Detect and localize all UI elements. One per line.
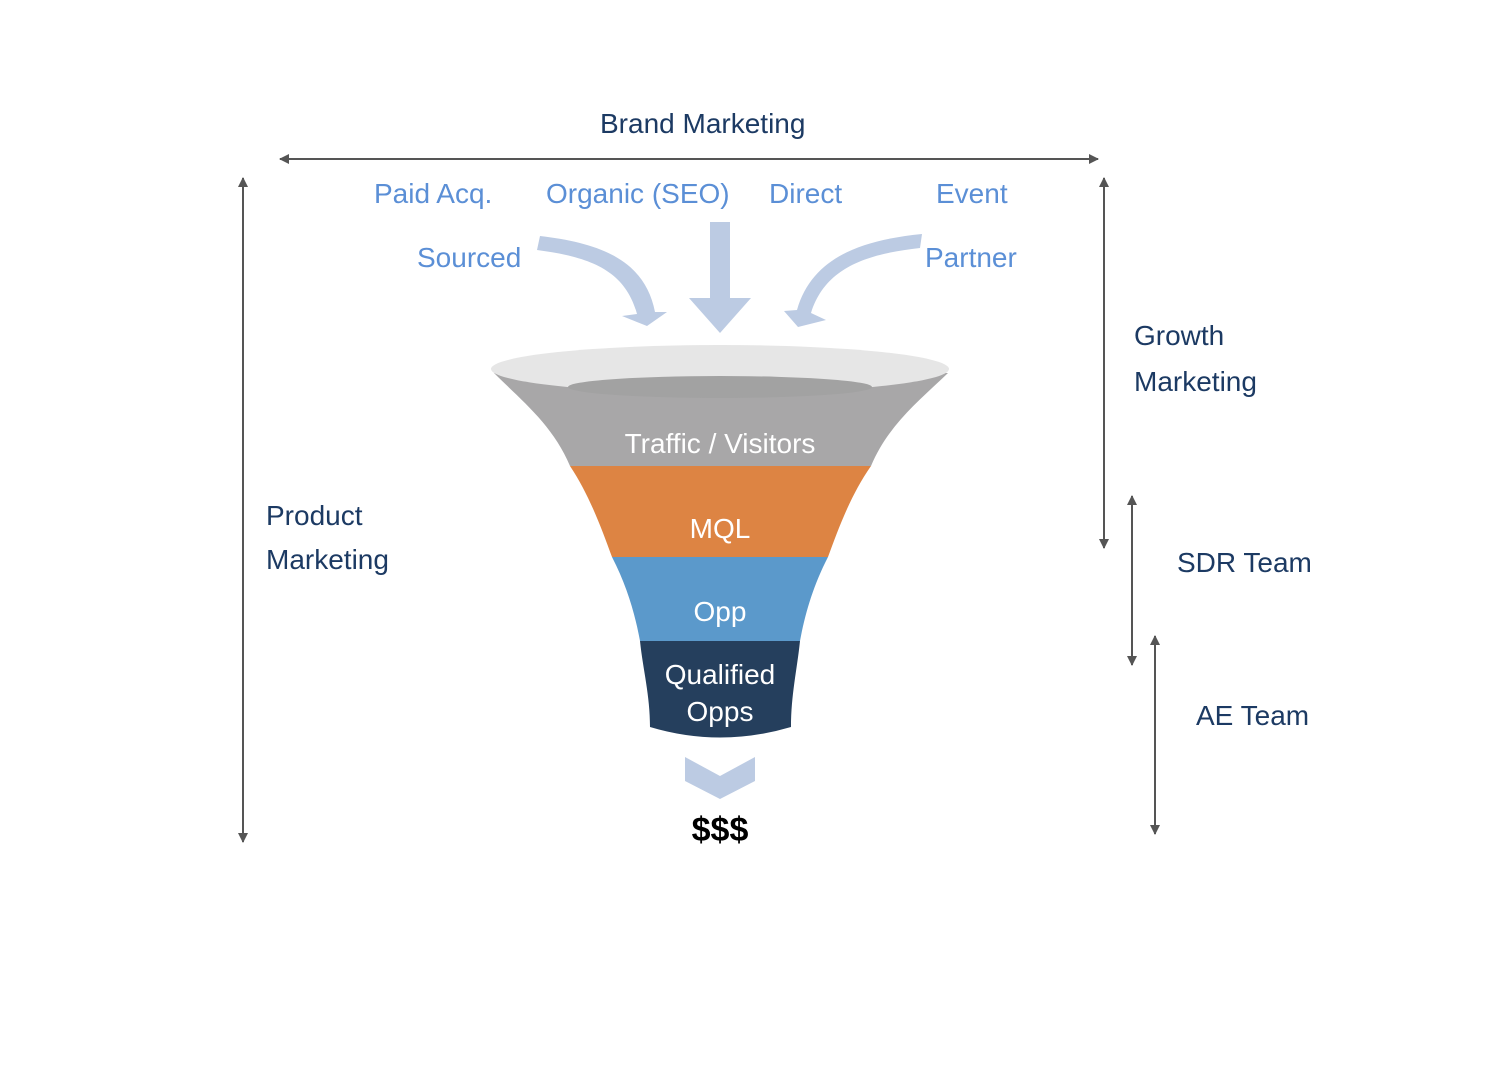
outcome-chevron bbox=[685, 757, 755, 799]
stage-label-mql: MQL bbox=[689, 513, 751, 544]
stage-opp bbox=[612, 557, 828, 641]
source-paid-acq: Paid Acq. bbox=[374, 178, 493, 209]
growth-marketing-label-line1: Growth bbox=[1134, 320, 1225, 351]
stage-traffic-visitors bbox=[494, 373, 948, 466]
source-sourced: Sourced bbox=[417, 242, 522, 273]
brand-marketing-label: Brand Marketing bbox=[600, 108, 806, 139]
source-event: Event bbox=[936, 178, 1008, 209]
source-organic-seo: Organic (SEO) bbox=[546, 178, 730, 209]
stage-label-opp: Opp bbox=[693, 596, 747, 627]
outcome-label: $$$ bbox=[691, 811, 749, 849]
funnel-opening bbox=[568, 376, 872, 398]
center-down-arrow bbox=[689, 222, 751, 333]
growth-marketing-label-line2: Marketing bbox=[1134, 366, 1257, 397]
stage-qualified-opps bbox=[640, 641, 800, 738]
stage-mql bbox=[570, 466, 871, 557]
product-marketing-label-line1: Product bbox=[266, 500, 363, 531]
product-marketing-label-line2: Marketing bbox=[266, 544, 389, 575]
stage-label-opps: Opps bbox=[686, 696, 754, 727]
stage-label-qualified: Qualified bbox=[664, 659, 776, 690]
sdr-team-label: SDR Team bbox=[1177, 547, 1312, 578]
left-curved-arrow bbox=[537, 236, 667, 326]
source-partner: Partner bbox=[925, 242, 1017, 273]
right-curved-arrow bbox=[784, 234, 922, 327]
stage-label-traffic: Traffic / Visitors bbox=[624, 428, 816, 459]
source-direct: Direct bbox=[769, 178, 843, 209]
ae-team-label: AE Team bbox=[1196, 700, 1310, 731]
